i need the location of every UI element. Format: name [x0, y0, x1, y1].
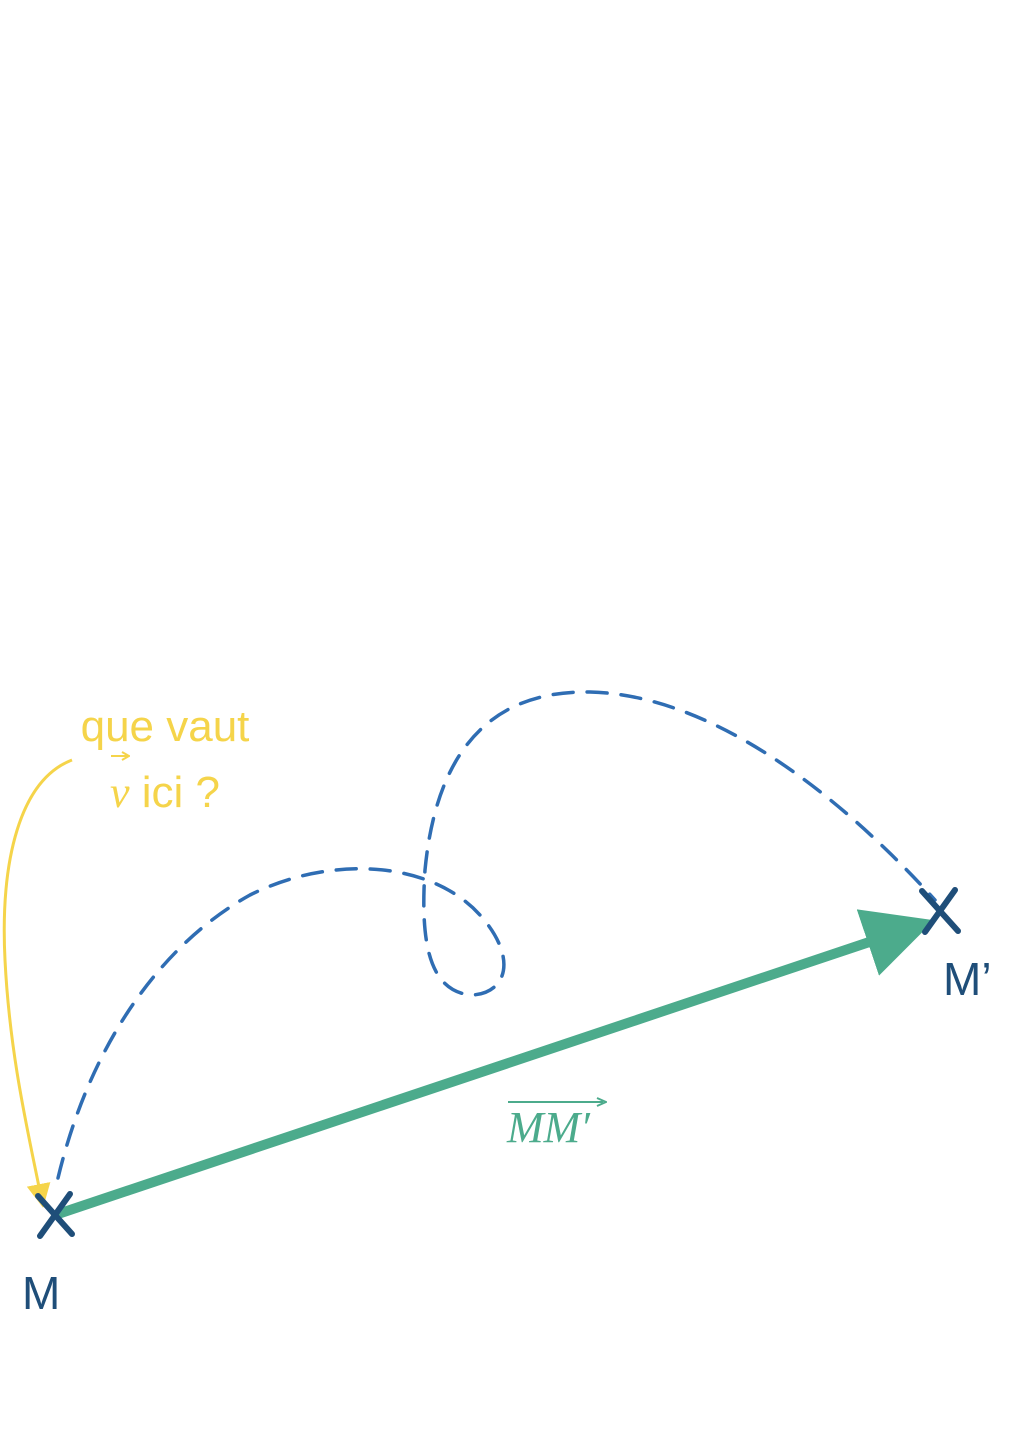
displacement-vector-arrow — [56, 909, 935, 1219]
velocity-vector-symbol: v — [109, 751, 130, 826]
trajectory-path — [56, 690, 937, 1180]
question-pointer-arrow — [2, 758, 73, 1208]
vector-arrow-icon — [508, 1097, 607, 1107]
velocity-symbol-text: v — [109, 768, 130, 817]
displacement-vector-symbol: MM′ — [507, 1097, 607, 1153]
displacement-vector-label: MM′ — [507, 1097, 607, 1153]
point-m-marker — [35, 1191, 75, 1239]
question-line-2: v ici ? — [60, 751, 270, 826]
point-m-label: M — [22, 1267, 61, 1319]
vector-arrow-icon — [110, 751, 130, 761]
point-m-prime-label: M’ — [943, 953, 992, 1005]
velocity-question: que vaut v ici ? — [60, 694, 270, 826]
question-line-1: que vaut — [80, 702, 250, 751]
question-line-2-suffix: ici ? — [129, 768, 220, 817]
displacement-vector-text: MM′ — [507, 1103, 590, 1152]
point-m-prime-marker — [919, 887, 961, 935]
